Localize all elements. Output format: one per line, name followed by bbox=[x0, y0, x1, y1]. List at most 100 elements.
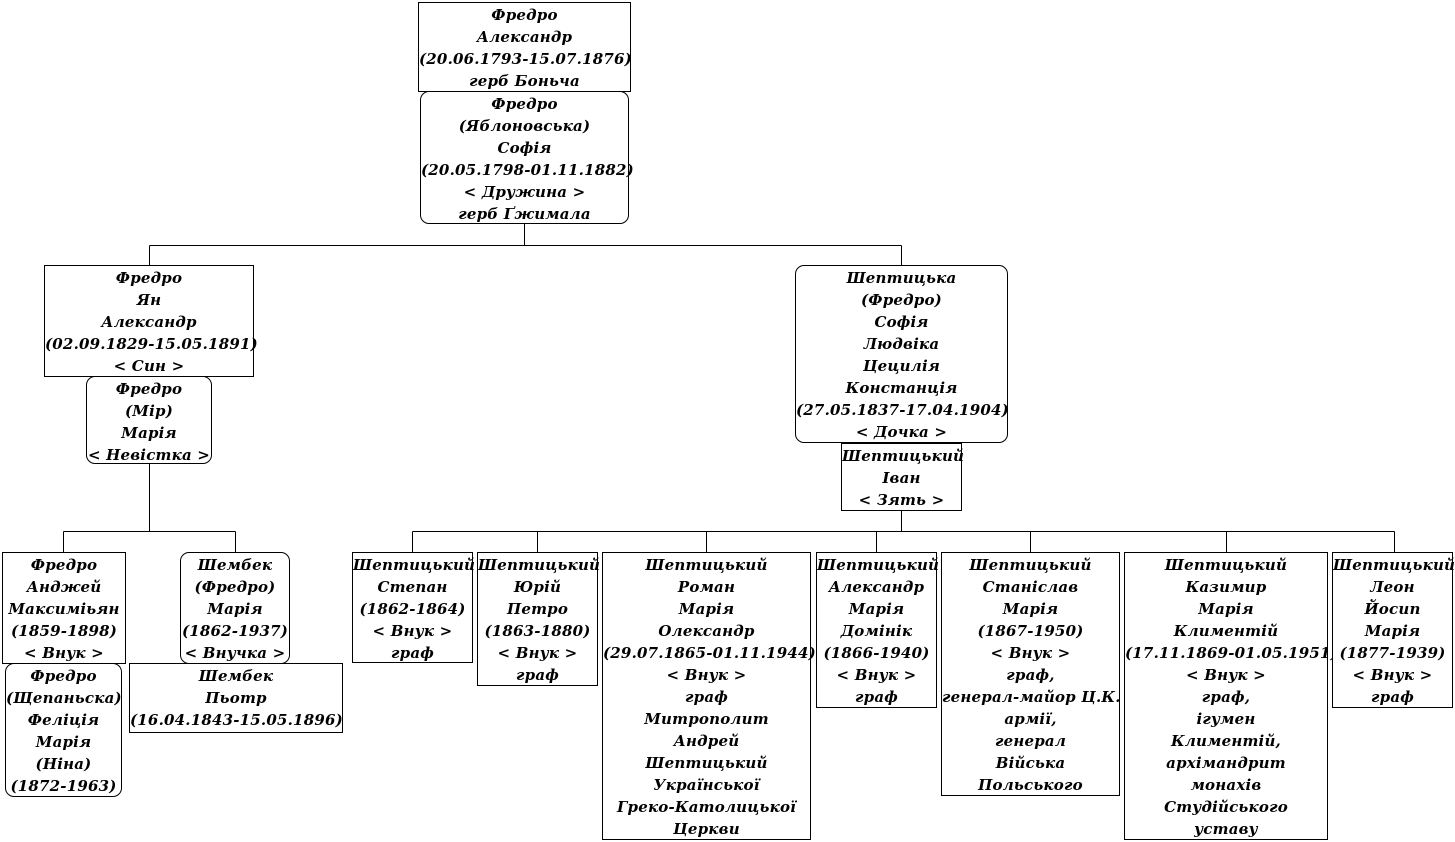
person-line: уставу bbox=[1194, 820, 1258, 838]
person-line: Анджей bbox=[26, 578, 102, 596]
person-line: Цецилія bbox=[862, 357, 940, 375]
person-line: Йосип bbox=[1364, 600, 1421, 618]
person-line: Фредро bbox=[115, 380, 183, 398]
person-line: (1866-1940) bbox=[823, 644, 930, 662]
connector-jan bbox=[63, 464, 236, 552]
person-line: (1862-1937) bbox=[181, 622, 289, 640]
person-line: Марія bbox=[678, 600, 735, 618]
person-line: (20.06.1793-15.07.1876) bbox=[419, 50, 632, 68]
person-line: граф, bbox=[1006, 666, 1055, 684]
person-line: Александр bbox=[101, 313, 197, 331]
person-line: Митрополит bbox=[644, 710, 769, 728]
person-line: < Зять > bbox=[858, 491, 945, 509]
person-line: (Щепаньска) bbox=[6, 689, 122, 707]
person-line: Шембек bbox=[198, 667, 274, 685]
person-line: граф bbox=[516, 666, 559, 684]
person-line: граф, bbox=[1201, 688, 1251, 706]
person-line: Домінік bbox=[840, 622, 913, 640]
person-line: Софія bbox=[497, 139, 552, 157]
person-line: (Фредро) bbox=[194, 578, 276, 596]
person-line: Марія bbox=[1364, 622, 1421, 640]
person-line: (29.07.1865-01.11.1944) bbox=[603, 644, 816, 662]
person-line: армії, bbox=[1004, 710, 1057, 728]
person-line: Констанція bbox=[845, 379, 958, 397]
person-line: Степан bbox=[377, 578, 448, 596]
person-line: Роман bbox=[677, 578, 736, 596]
person-line: генерал-майор Ц.К. bbox=[942, 688, 1121, 706]
connector-root bbox=[149, 224, 902, 265]
person-line: Александр bbox=[828, 578, 925, 596]
person-line: (1867-1950) bbox=[977, 622, 1084, 640]
person-line: (1863-1880) bbox=[484, 622, 591, 640]
person-line: < Невістка > bbox=[87, 446, 211, 464]
person-line: (1862-1864) bbox=[359, 600, 466, 618]
person-line: Фредро bbox=[30, 556, 98, 574]
person-line: < Внучка > bbox=[184, 644, 286, 662]
person-line: Фредро bbox=[115, 269, 183, 287]
person-line: Марія bbox=[1002, 600, 1059, 618]
person-line: Феліція bbox=[27, 711, 100, 729]
person-line: Української bbox=[653, 776, 760, 794]
person-line: Петро bbox=[506, 600, 569, 618]
person-line: граф bbox=[391, 644, 434, 662]
person-line: (20.05.1798-01.11.1882) bbox=[421, 161, 634, 179]
person-line: < Внук > bbox=[836, 666, 917, 684]
person-line: (Ніна) bbox=[35, 755, 92, 773]
person-line: (16.04.1843-15.05.1896) bbox=[130, 711, 343, 729]
person-line: (Фредро) bbox=[861, 291, 942, 309]
person-line: ігумен bbox=[1196, 710, 1256, 728]
person-line: Фредро bbox=[491, 6, 558, 24]
person-line: Шептицький bbox=[969, 556, 1092, 574]
person-line: герб Боньча bbox=[469, 72, 580, 90]
person-line: < Внук > bbox=[497, 644, 578, 662]
person-line: Церкви bbox=[673, 820, 740, 838]
person-line: граф bbox=[1371, 688, 1414, 706]
person-line: Шептицький bbox=[645, 754, 768, 772]
person-line: Марія bbox=[848, 600, 905, 618]
person-line: граф bbox=[855, 688, 898, 706]
person-line: < Дочка > bbox=[855, 423, 948, 441]
person-line: Шептицький bbox=[842, 447, 965, 465]
person-line: Студійського bbox=[1164, 798, 1288, 816]
person-line: < Внук > bbox=[990, 644, 1071, 662]
person-line: (17.11.1869-01.05.1951) bbox=[1125, 644, 1338, 662]
person-line: < Внук > bbox=[372, 622, 453, 640]
person-line: Софія bbox=[874, 313, 929, 331]
person-line: (1877-1939) bbox=[1339, 644, 1446, 662]
person-line: Шептицький bbox=[645, 556, 768, 574]
person-shembek-maria: Шембек(Фредро)Марія(1862-1937)< Внучка > bbox=[180, 552, 290, 664]
person-line: Шептицький bbox=[478, 556, 601, 574]
person-line: Леон bbox=[1370, 578, 1415, 596]
person-line: (27.05.1837-17.04.1904) bbox=[796, 401, 1009, 419]
person-line: Греко-Католицької bbox=[616, 798, 797, 816]
person-line: генерал bbox=[994, 732, 1067, 750]
person-line: Максиміьян bbox=[8, 600, 120, 618]
person-line: Станіслав bbox=[982, 578, 1079, 596]
person-line: Марія bbox=[121, 424, 177, 442]
person-line: Марія bbox=[207, 600, 263, 618]
person-line: Климентій bbox=[1173, 622, 1279, 640]
person-line: Шептицький bbox=[817, 556, 940, 574]
person-line: Климентій, bbox=[1171, 732, 1281, 750]
person-line: Шептицький bbox=[1164, 556, 1288, 574]
person-line: Фредро bbox=[491, 95, 558, 113]
person-line: (1872-1963) bbox=[10, 777, 117, 795]
person-line: Юрій bbox=[513, 578, 562, 596]
person-fredro-maria-mir: Фредро(Мір)Марія< Невістка > bbox=[86, 376, 212, 464]
person-line: Польського bbox=[978, 776, 1083, 794]
person-line: Александр bbox=[476, 28, 573, 46]
person-line: < Внук > bbox=[1352, 666, 1433, 684]
person-line: < Син > bbox=[113, 357, 185, 375]
person-line: Андрей bbox=[673, 732, 740, 750]
person-line: Марія bbox=[35, 733, 92, 751]
